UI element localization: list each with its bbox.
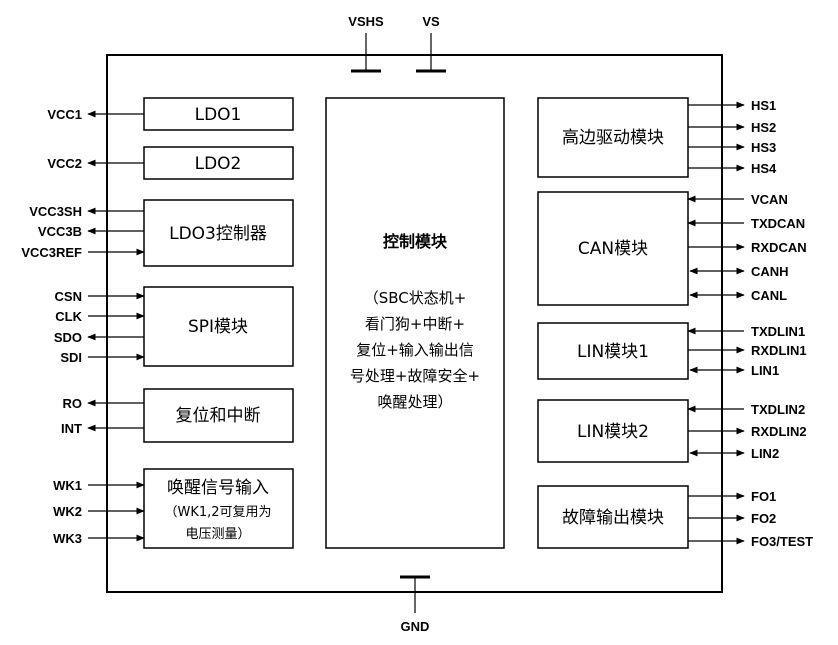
lin1-block-label: LIN模块1 [577, 342, 649, 362]
left-pins: VCC1 VCC2 VCC3SH VCC3B VCC3REF CSN CLK S… [21, 107, 145, 546]
control-line5: 唤醒处理） [377, 393, 452, 411]
pin-hs1: HS1 [751, 98, 776, 113]
pin-wk1: WK1 [53, 478, 82, 493]
can-label: CAN模块 [578, 239, 648, 259]
pin-rxdlin1: RXDLIN1 [751, 343, 807, 358]
wake-label-line2: （WK1,2可复用为 [164, 505, 271, 520]
pin-wk3: WK3 [53, 531, 82, 546]
pin-rxdlin2: RXDLIN2 [751, 424, 807, 439]
pin-txdlin1: TXDLIN1 [751, 324, 805, 339]
reset-label: 复位和中断 [176, 406, 261, 426]
pin-lin2: LIN2 [751, 446, 779, 461]
pin-canl: CANL [751, 288, 787, 303]
pin-hs2: HS2 [751, 120, 776, 135]
reset-block [143, 388, 294, 443]
control-line4: 号处理+故障安全+ [350, 367, 480, 385]
control-line3: 复位+输入输出信 [356, 341, 474, 359]
pin-rxdcan: RXDCAN [751, 240, 807, 255]
pin-fo1: FO1 [751, 489, 776, 504]
spi-label: SPI模块 [188, 317, 248, 337]
pin-vshs-label: VSHS [348, 14, 384, 29]
control-title: 控制模块 [383, 232, 448, 251]
control-line1: （SBC状态机+ [364, 289, 467, 307]
pin-txdlin2: TXDLIN2 [751, 402, 805, 417]
pin-txdcan: TXDCAN [751, 216, 805, 231]
pin-sdo: SDO [54, 330, 82, 345]
pin-wk2: WK2 [53, 504, 82, 519]
lin2-block-label: LIN模块2 [577, 422, 649, 442]
pin-vs-label: VS [422, 14, 440, 29]
pin-csn: CSN [55, 289, 82, 304]
fault-block [537, 485, 689, 549]
pin-vcc2: VCC2 [47, 156, 82, 171]
pin-fo2: FO2 [751, 511, 776, 526]
wake-label-line3: 电压测量） [185, 527, 250, 542]
lin1-block [537, 322, 689, 380]
control-line2: 看门狗+中断+ [365, 315, 465, 333]
ldo3-label: LDO3控制器 [169, 224, 267, 244]
pin-clk: CLK [55, 309, 82, 324]
pin-vcc3ref: VCC3REF [21, 245, 82, 260]
control-block [325, 97, 505, 549]
can-block [537, 191, 689, 306]
pin-lin1: LIN1 [751, 363, 779, 378]
pin-canh: CANH [751, 264, 789, 279]
pin-ro: RO [63, 396, 83, 411]
pin-sdi: SDI [60, 350, 82, 365]
ldo1-label: LDO1 [195, 105, 242, 125]
ldo2-label: LDO2 [195, 154, 242, 174]
pin-hs3: HS3 [751, 140, 776, 155]
ldo3-block [143, 199, 294, 267]
spi-block [143, 286, 294, 367]
pin-vcc1: VCC1 [47, 107, 82, 122]
pin-vcc3sh: VCC3SH [29, 204, 82, 219]
pin-int: INT [61, 421, 82, 436]
right-pins: HS1 HS2 HS3 HS4 VCAN TXDCAN RXDCAN CANH … [687, 98, 813, 549]
hs-label: 高边驱动模块 [562, 128, 664, 148]
pin-fo3-test: FO3/TEST [751, 534, 813, 549]
pin-gnd-label: GND [401, 619, 430, 634]
pin-vcc3b: VCC3B [38, 224, 82, 239]
fault-label: 故障输出模块 [562, 508, 664, 528]
wake-label-line1: 唤醒信号输入 [167, 478, 269, 498]
hs-block [537, 97, 689, 178]
pin-vcan: VCAN [751, 192, 788, 207]
pin-hs4: HS4 [751, 161, 777, 176]
